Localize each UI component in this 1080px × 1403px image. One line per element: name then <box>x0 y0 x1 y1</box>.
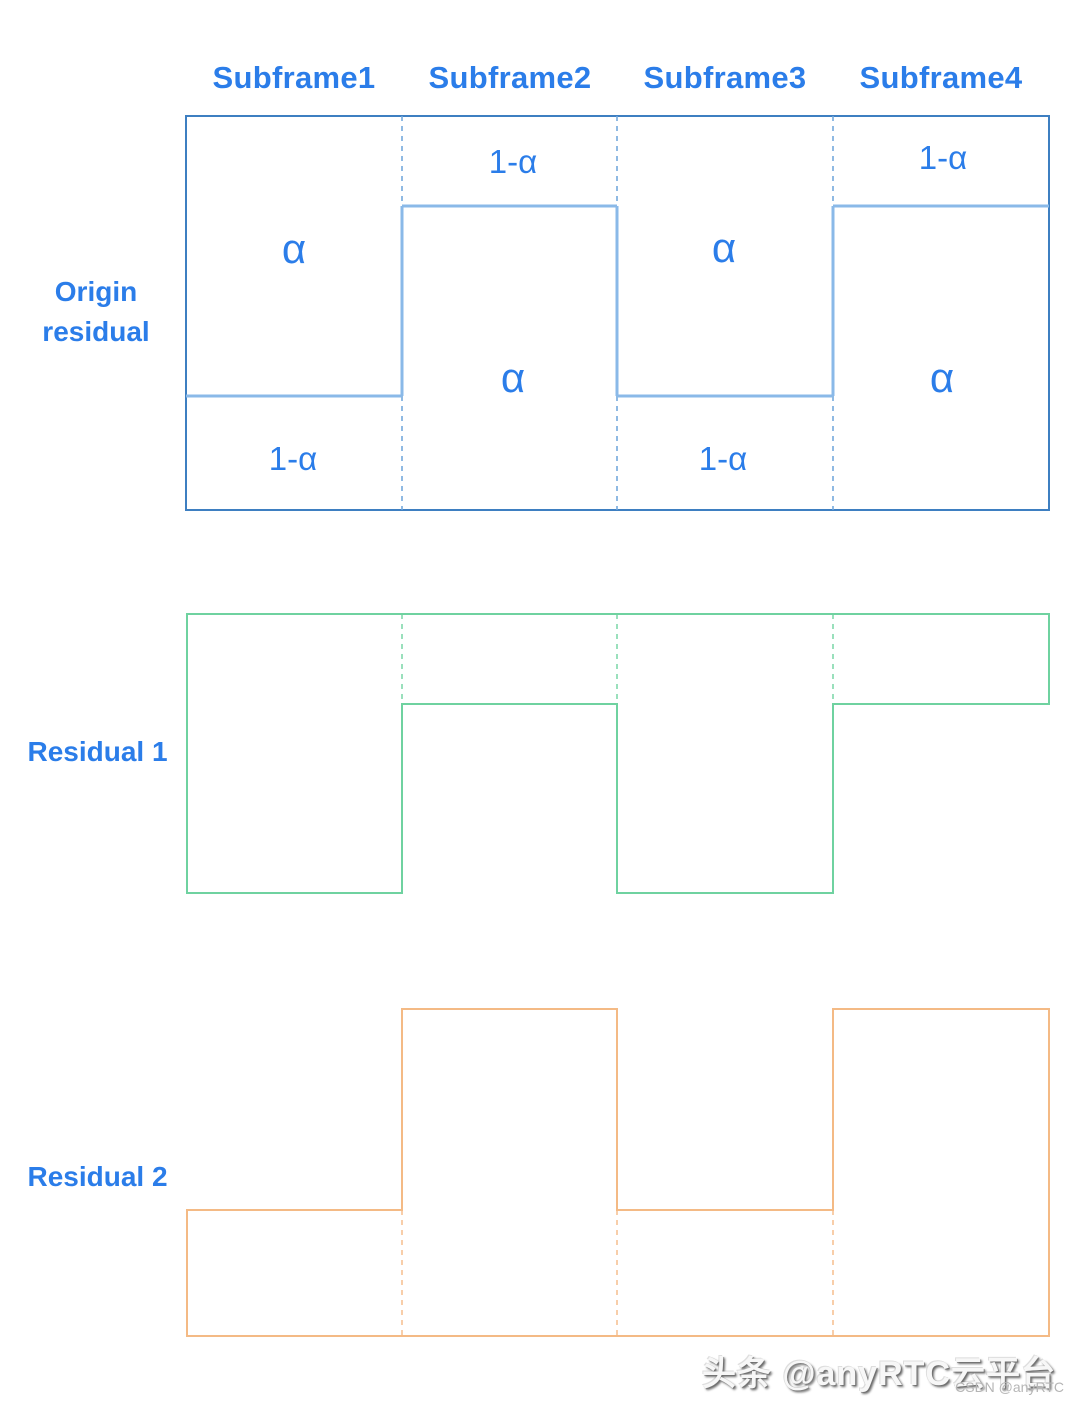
origin-sf2-alpha-label: α <box>500 354 526 401</box>
subframe2-header: Subframe2 <box>428 60 592 95</box>
subframe3-header: Subframe3 <box>643 60 807 95</box>
origin-sf2-one-minus-alpha-label: 1-α <box>488 143 538 180</box>
subframe1-header: Subframe1 <box>212 60 376 95</box>
origin-sf4-one-minus-alpha-label: 1-α <box>918 139 968 176</box>
toutiao-watermark: 头条 @anyRTC云平台 <box>701 1355 1056 1393</box>
origin-sf4-alpha-label: α <box>929 354 955 401</box>
residual1-plot <box>186 613 1050 894</box>
residual1-row-label: Residual 1 <box>27 736 168 767</box>
origin-residual-plot <box>185 115 1050 511</box>
residual2-outline <box>186 1008 1050 1337</box>
origin-residual-row-label: Origin residual <box>42 276 150 347</box>
origin-sf1-one-minus-alpha-label: 1-α <box>268 440 318 477</box>
origin-step-verticals <box>400 206 835 396</box>
residual1-outline <box>186 613 1050 894</box>
residual2-row-label: Residual 2 <box>27 1161 168 1192</box>
residual2-dividers <box>401 1210 834 1336</box>
residual1-dividers <box>401 614 834 704</box>
subframe4-header: Subframe4 <box>859 60 1023 95</box>
origin-sf1-alpha-label: α <box>281 225 307 272</box>
csdn-watermark: CSDN @anyRTC <box>955 1379 1064 1395</box>
origin-sf3-alpha-label: α <box>711 224 737 271</box>
residual2-plot <box>186 1008 1050 1337</box>
origin-sf3-one-minus-alpha-label: 1-α <box>698 440 748 477</box>
